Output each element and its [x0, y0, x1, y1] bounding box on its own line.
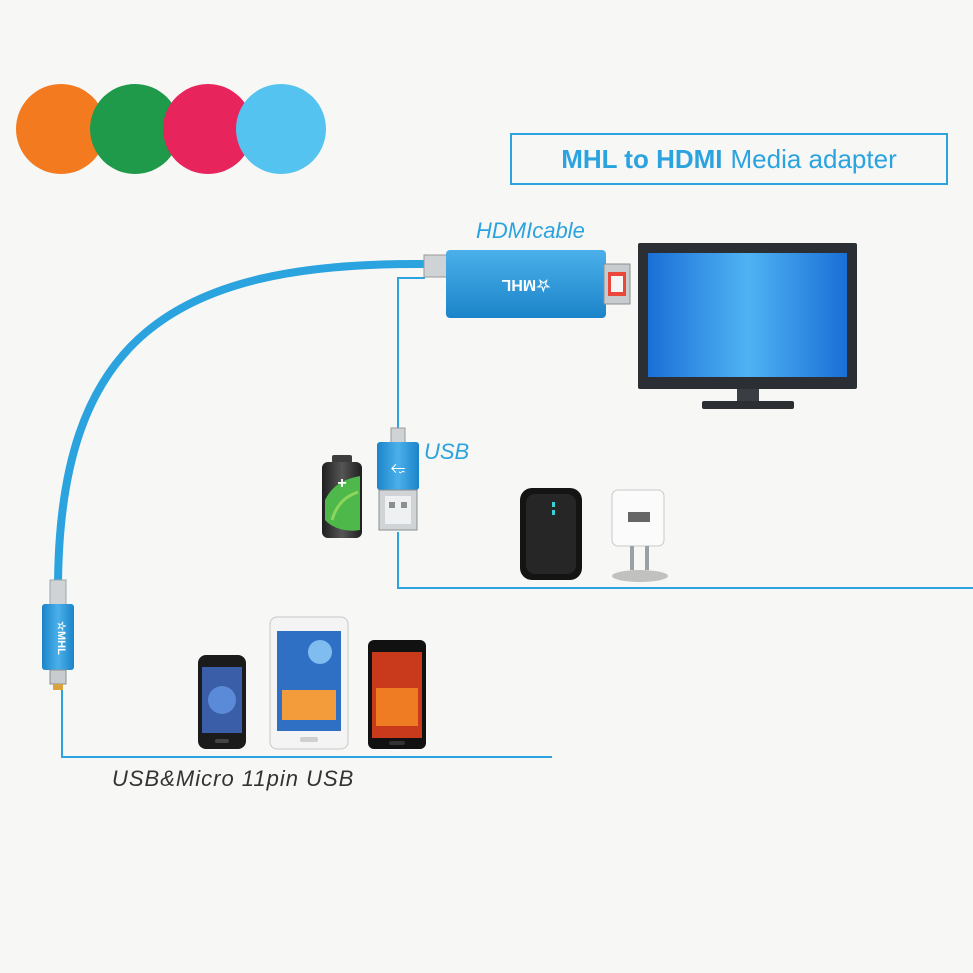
- mhl-top-logo: ☆MHL: [501, 276, 550, 293]
- usb-icon: ⭋: [391, 457, 405, 477]
- phone-galaxy-note: [368, 640, 426, 749]
- battery-icon: +: [322, 455, 362, 538]
- usb-connector: ⭋: [377, 427, 419, 531]
- tablet-galaxy-tab: [269, 616, 349, 750]
- power-bank-icon: [520, 488, 582, 580]
- usb-label: USB: [424, 439, 470, 464]
- phone-galaxy-s4: [198, 655, 246, 749]
- mhl-cable: [54, 259, 428, 594]
- svg-text:+: +: [337, 475, 346, 492]
- title-bold: MHL to HDMI: [561, 143, 723, 174]
- mhl-side-logo: ☆MHL: [55, 621, 67, 655]
- wall-charger-icon: [611, 489, 668, 582]
- tv-icon: [638, 243, 857, 409]
- guide-lines: [61, 277, 973, 758]
- title-rest: Media adapter: [730, 143, 897, 174]
- micro-usb-connector: ☆MHL: [42, 579, 74, 690]
- hdmi-cable-label: HDMIcable: [476, 218, 585, 243]
- product-title: MHL to HDMI Media adapter: [510, 133, 948, 185]
- usb-micro-label: USB&Micro 11pin USB: [112, 766, 355, 791]
- color-dot-light-blue: [236, 84, 326, 174]
- hdmi-adapter: ☆MHL: [423, 250, 631, 318]
